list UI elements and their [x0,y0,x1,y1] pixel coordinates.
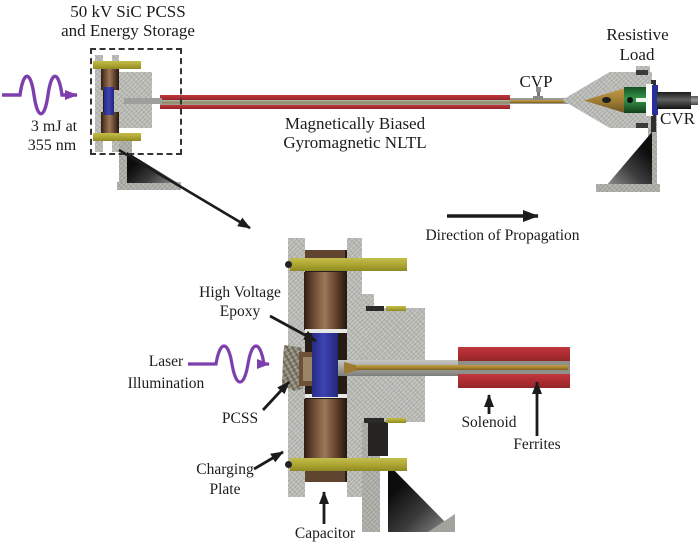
ferrites-label: Ferrites [513,436,561,453]
hv-epoxy-label-line2: Epoxy [219,303,261,320]
resistive-load-label-line2: Load [619,45,655,64]
mini-support-base [117,182,181,190]
solenoid-label: Solenoid [461,414,517,431]
solenoid-band-bottom [458,374,570,388]
pcss-title-line1: 50 kV SiC PCSS [70,2,186,21]
cvr-cylinder [657,92,691,109]
load-cone-pin [602,97,611,103]
capacitor-top [304,272,347,330]
pcss-label: PCSS [221,410,259,427]
capacitor-bottom [304,399,347,458]
gap-line-top [305,329,347,333]
load-support-base [596,184,660,192]
capacitor-rim-top [305,250,345,260]
mini-conductor [124,98,162,104]
direction-label: Direction of Propagation [425,227,580,244]
load-support-column [648,112,657,186]
laser-wave-icon [2,74,78,116]
mini-charge-bar-bottom [93,133,141,141]
cvp-probe-stem [537,92,540,98]
housing-seam-dark-bottom [364,418,384,423]
pcss-block-inner [303,357,312,381]
bolt-head-top [285,261,292,268]
expansion-arrow-icon [118,148,251,230]
mini-charging-plate-right [112,55,119,152]
resistive-load-label-line1: Resistive [606,25,669,44]
hv-epoxy-block [312,333,338,397]
nltl-label-line2: Gyromagnetic NLTL [283,133,427,152]
nltl-ferrite-line-top [160,95,510,100]
laser-window-chunk [282,345,303,391]
capacitor-label: Capacitor [294,525,356,542]
detail-support-step [368,422,388,456]
load-white-gap [646,84,653,116]
charging-plate-arrow-icon [253,450,284,471]
capacitor-rim-bottom [305,471,345,482]
zoom-region-box [90,48,182,155]
conductor-tan-stripe [356,365,568,370]
mini-charging-plate-left [95,55,103,152]
pcss-title-line2: and Energy Storage [61,21,195,40]
pcss-arrow-icon [261,381,291,411]
laser-energy-line1: 3 mJ at [30,118,78,135]
charging-plate-label-line1: Charging [196,461,254,478]
nltl-line-core [160,99,510,105]
charging-plate-label-line2: Plate [209,481,241,498]
charge-bar-bottom [290,458,407,471]
cvr-blue-ring [652,85,658,115]
cvp-label: CVP [519,72,553,91]
cvp-probe [536,87,541,92]
laser-illumination-label-line1: Laser [148,353,184,370]
mini-capacitor-top [101,69,119,90]
laser-energy-line2: 355 nm [27,137,77,154]
mini-epoxy [104,87,114,115]
mini-capacitor-bottom [101,112,119,133]
nltl-label-line1: Magnetically Biased [284,114,426,133]
cvr-label: CVR [660,109,695,128]
hv-epoxy-arrow-icon [269,314,317,343]
nltl-ferrite-line-bottom [160,104,510,109]
hv-epoxy-label-line1: High Voltage [199,284,281,301]
laser-illumination-label-line2: Illumination [127,375,205,392]
load-white-dash [636,98,648,102]
solenoid-band-top [458,347,570,361]
mini-charge-bar-top [93,61,141,69]
cvp-probe-flange [533,96,543,100]
bolt-head-bottom [285,461,292,468]
housing-seam-olive-top [386,306,406,311]
housing-seam-dark-top [366,306,384,311]
housing-seam-olive-bottom [386,418,406,423]
laser-wave-detail-icon [188,344,270,384]
load-notch-top [636,70,648,75]
charge-bar-top [290,258,407,271]
load-resistor-pin [627,97,633,103]
cvr-tip [691,96,698,105]
load-notch-bottom [636,123,648,128]
